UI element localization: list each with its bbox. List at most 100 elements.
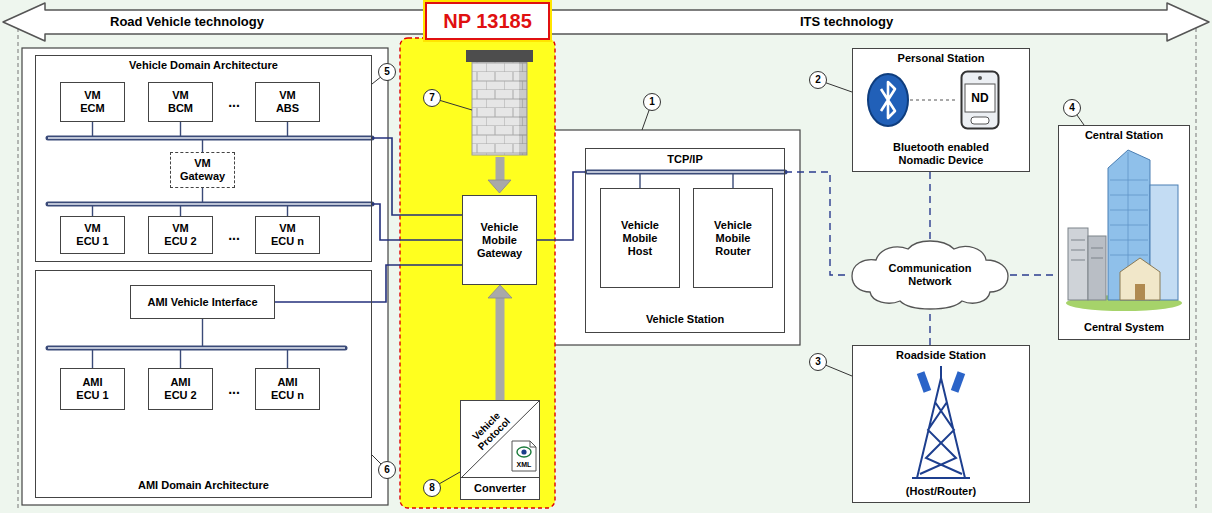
tcpip-bus: [587, 172, 785, 188]
domain-fill: [35, 270, 372, 498]
double-arrow-band: Road Vehicle technologyITS technologyNP …: [0, 2, 1212, 42]
node-text: VM ECM: [73, 89, 113, 115]
nomadic-device: [978, 76, 982, 80]
node-text: Personal Station: [853, 52, 1029, 65]
node-text: AMI Domain Architecture: [36, 479, 371, 492]
station-box: Personal StationBluetooth enabled Nomadi…: [852, 48, 1030, 172]
node-text: VM ABS: [268, 89, 308, 115]
station-fill: [852, 48, 1030, 172]
tcpip-bus: [587, 171, 785, 172]
router-box: Vehicle Mobile Router: [693, 188, 773, 288]
interface-box: AMI Vehicle Interface: [130, 285, 275, 319]
vehicle-bus: [48, 137, 372, 138]
bluetooth-icon: [881, 82, 895, 118]
ecu-box: VM BCM: [148, 82, 213, 122]
host-box: Vehicle Mobile Host: [600, 188, 680, 288]
callout-number: 8: [423, 479, 441, 497]
vehicle-bus: [48, 136, 372, 141]
ecu-box: AMI ECU 2: [148, 368, 213, 410]
node-text: AMI ECU 2: [161, 376, 201, 402]
antenna-tower: [912, 366, 970, 478]
connector-line: [1010, 274, 1058, 275]
building-illustration: [1120, 258, 1160, 300]
node-text: Communication Network: [888, 262, 971, 288]
converter-box: [461, 401, 539, 478]
connector-line: [929, 172, 930, 240]
station-box: Roadside Station (Host/Router): [852, 345, 1030, 503]
converter-box: Vehicle ProtocolXML Converter: [460, 400, 540, 500]
firewall-icon: [488, 180, 511, 193]
station-fill: [585, 148, 785, 333]
converter-box: [517, 447, 531, 457]
boundary-dashed-line: [18, 28, 19, 508]
node-text: (Host/Router): [853, 485, 1029, 498]
connector: [537, 172, 585, 240]
ecu-box: VM ECU 2: [148, 216, 213, 254]
ellipsis: ...: [220, 381, 248, 397]
connector-line: [785, 172, 850, 275]
node-text: Central Station: [1059, 129, 1189, 142]
bluetooth-icon: [868, 74, 958, 126]
bluetooth-icon: [868, 74, 908, 126]
leader-line: [372, 72, 1084, 488]
domain-box: Vehicle Domain Architecture VM ECM VM BCM V…: [35, 55, 372, 262]
domain-fill: [35, 55, 372, 262]
callout-number: 5: [378, 63, 396, 81]
callout-number: 2: [809, 71, 827, 89]
node-text: VM Gateway: [175, 157, 231, 183]
bluetooth-icon: [910, 99, 958, 100]
connector: [930, 172, 931, 240]
vehicle-bus: [48, 347, 345, 348]
ecu-box: VM ABS: [255, 82, 320, 122]
connector-line: [537, 172, 585, 240]
node-text: VM BCM: [161, 89, 201, 115]
building-illustration: [1071, 240, 1103, 260]
gateway-box: Vehicle Mobile Gateway: [462, 195, 537, 285]
node-text: Vehicle Domain Architecture: [36, 59, 371, 72]
boundary-dashed-line: [1196, 28, 1197, 508]
node-text: Roadside Station: [853, 349, 1029, 362]
converter-box: [521, 449, 526, 454]
station-box: Vehicle StationVehicle Mobile HostVehicl…: [585, 148, 785, 333]
antenna-tower: [951, 371, 965, 393]
node-text: ND: [964, 84, 996, 112]
gateway-box: VM Gateway: [170, 152, 235, 188]
node-text: Vehicle Protocol: [464, 404, 516, 456]
firewall-icon: [519, 62, 527, 155]
connector: [1010, 275, 1058, 276]
antenna-tower: [912, 366, 970, 478]
connector-line: [372, 204, 462, 240]
vehicle-bus: [92, 348, 93, 368]
station-box: Central StationCentral System: [1058, 125, 1190, 340]
vehicle-bus: [202, 319, 203, 348]
connector: [488, 285, 512, 400]
connector: [372, 204, 462, 240]
antenna-tower: [917, 371, 931, 393]
node-text: XML: [512, 461, 536, 469]
scope-highlight: [400, 38, 555, 508]
firewall-icon: [472, 62, 527, 155]
connector-line: [496, 297, 505, 400]
building-illustration: [1066, 150, 1182, 311]
node-text: Converter: [461, 477, 539, 499]
node-text: AMI ECU n: [268, 376, 308, 402]
node-text: VM ECU 1: [73, 222, 113, 248]
ellipsis: ...: [220, 94, 248, 110]
connector: [372, 138, 462, 215]
converter-box: [512, 441, 536, 471]
callout-number: 1: [643, 93, 661, 111]
vehicle-bus: [48, 122, 372, 368]
vehicle-architecture-frame: [22, 48, 388, 505]
boundary-dashed-line: [18, 28, 1196, 508]
arrow-head: [488, 285, 512, 298]
connector-line: [372, 138, 462, 215]
vehicle-bus: [48, 203, 372, 204]
callout-number: 3: [809, 353, 827, 371]
firewall-icon: [472, 62, 527, 155]
vehicle-bus: [180, 348, 181, 368]
station-fill: [852, 345, 1030, 503]
building-illustration: [1135, 284, 1145, 300]
ecu-box: VM ECM: [60, 82, 125, 122]
firewall-icon: [496, 157, 505, 181]
connector: [785, 172, 850, 275]
